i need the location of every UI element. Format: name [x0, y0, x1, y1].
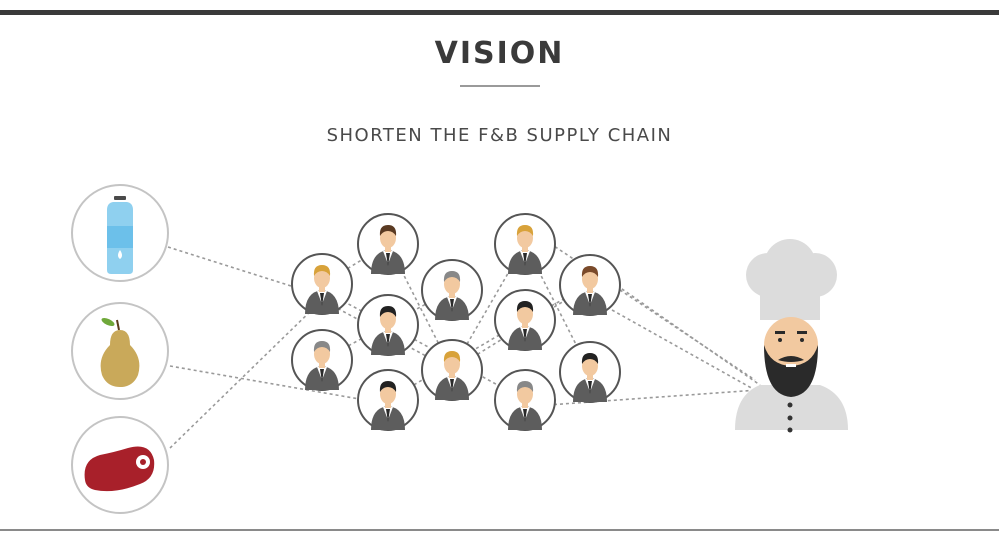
intermediary-person [291, 253, 353, 315]
connection-line [167, 246, 311, 293]
connection-line [169, 365, 366, 401]
connection-line [611, 281, 761, 386]
bottom-rule [0, 529, 999, 531]
source-water-bottle [71, 184, 169, 282]
page-subtitle: SHORTEN THE F&B SUPPLY CHAIN [326, 125, 673, 146]
source-pear [71, 302, 169, 400]
connection-line [169, 299, 323, 449]
chef-icon [735, 239, 848, 433]
hair [379, 225, 397, 236]
hair [443, 271, 461, 282]
intermediary-person [421, 339, 483, 401]
title-underline [460, 85, 540, 87]
connection-line [547, 389, 759, 406]
intermediary-person [291, 329, 353, 391]
connection-line [611, 309, 756, 391]
intermediary-person [494, 289, 556, 351]
intermediary-person [421, 259, 483, 321]
hair [313, 341, 331, 352]
intermediary-person [494, 369, 556, 431]
hair [516, 381, 534, 392]
water-bottle-icon [107, 196, 133, 274]
hair [313, 265, 331, 276]
pear-icon [100, 317, 140, 387]
hair [379, 306, 397, 317]
intermediary-person [559, 254, 621, 316]
hair [516, 301, 534, 312]
intermediary-person [494, 213, 556, 275]
page-title: VISION [434, 36, 565, 71]
source-meat [71, 416, 169, 514]
intermediary-person [357, 294, 419, 356]
hair [516, 225, 534, 236]
top-rule [0, 10, 999, 15]
meat-steak-icon [84, 446, 155, 492]
intermediary-person [357, 369, 419, 431]
intermediary-person [357, 213, 419, 275]
intermediaries [291, 213, 621, 431]
intermediary-person [559, 341, 621, 403]
chef-destination [735, 239, 848, 433]
hair [581, 353, 599, 364]
hair [379, 381, 397, 392]
hair [581, 266, 599, 277]
hair [443, 351, 461, 362]
